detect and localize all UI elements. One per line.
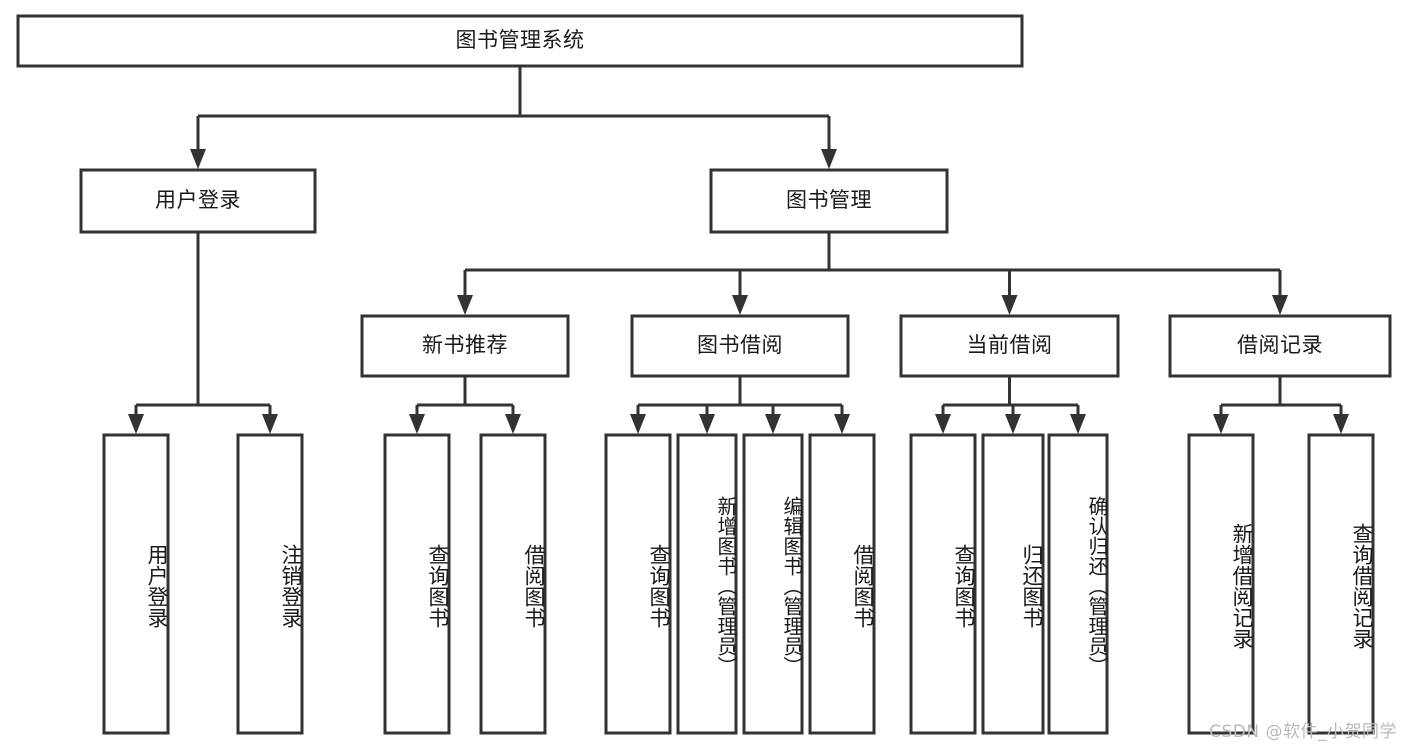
arrow-head-icon [505, 414, 521, 434]
arrow-head-icon [732, 295, 748, 315]
node-box-leaf-4[interactable] [604, 433, 672, 735]
node-box-leaf-8[interactable] [909, 433, 977, 735]
node-box-level3-1[interactable] [630, 314, 850, 378]
arrow-head-icon [935, 414, 951, 434]
node-box-leaf-12[interactable] [1307, 433, 1375, 735]
node-box-level2-0[interactable] [79, 168, 317, 234]
arrow-head-icon [821, 149, 837, 169]
node-box-leaf-11[interactable] [1187, 433, 1255, 735]
node-box-level2-1[interactable] [709, 168, 949, 234]
arrow-head-icon [834, 414, 850, 434]
node-box-leaf-0[interactable] [102, 433, 170, 735]
arrow-head-icon [1213, 414, 1229, 434]
node-box-level3-3[interactable] [1168, 314, 1392, 378]
node-box-leaf-3[interactable] [479, 433, 547, 735]
arrow-head-icon [262, 414, 278, 434]
arrow-head-icon [128, 414, 144, 434]
node-box-root[interactable] [16, 14, 1024, 68]
arrow-head-icon [190, 149, 206, 169]
arrow-head-icon [1333, 414, 1349, 434]
node-box-leaf-10[interactable] [1047, 433, 1109, 735]
arrow-head-icon [1070, 414, 1086, 434]
node-box-leaf-1[interactable] [236, 433, 304, 735]
arrow-head-icon [1272, 295, 1288, 315]
node-box-leaf-9[interactable] [981, 433, 1045, 735]
node-box-leaf-6[interactable] [742, 433, 804, 735]
arrow-head-icon [1001, 295, 1018, 315]
arrow-head-icon [699, 414, 715, 434]
arrow-head-icon [765, 414, 781, 434]
arrow-head-icon [1005, 414, 1021, 434]
node-box-level3-2[interactable] [899, 314, 1120, 378]
arrow-head-icon [630, 414, 646, 434]
node-box-leaf-5[interactable] [676, 433, 738, 735]
node-box-level3-0[interactable] [360, 314, 570, 378]
node-box-leaf-2[interactable] [383, 433, 451, 735]
arrow-head-icon [409, 414, 425, 434]
arrow-head-icon [457, 295, 473, 315]
node-box-leaf-7[interactable] [808, 433, 876, 735]
